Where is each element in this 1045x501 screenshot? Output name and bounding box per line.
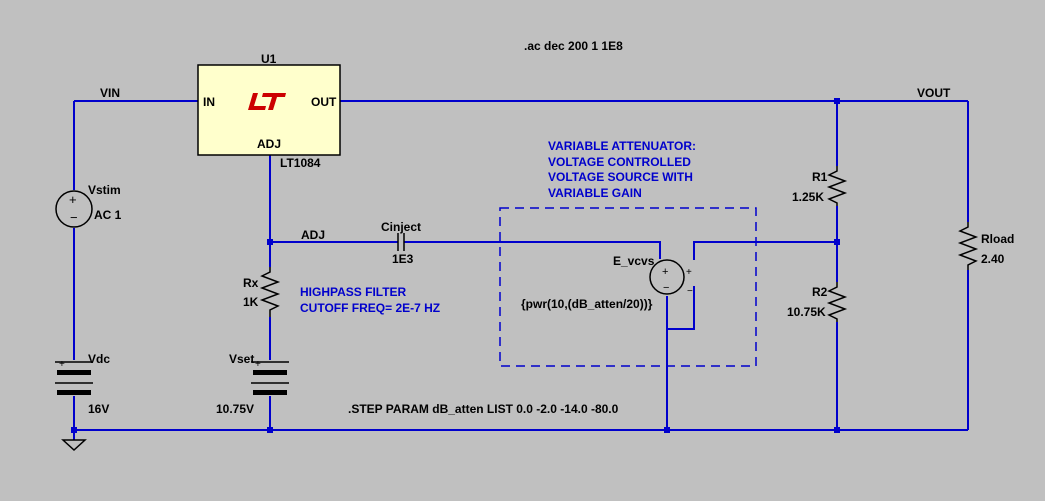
svg-text:+: + (686, 267, 692, 278)
vstim-name-label: Vstim (88, 183, 121, 197)
wire-evcvs-ctrl-plus[interactable] (693, 241, 837, 260)
u1-pin-out-label: OUT (311, 95, 337, 109)
svg-text:+: + (69, 192, 77, 207)
step-directive[interactable]: .STEP PARAM dB_atten LIST 0.0 -2.0 -14.0… (348, 402, 619, 416)
rload-resistor[interactable] (957, 222, 979, 270)
vset-name-label: Vset (229, 352, 254, 366)
vdc-name-label: Vdc (88, 352, 110, 366)
r1-value-label: 1.25K (792, 190, 824, 204)
svg-text:+: + (59, 359, 65, 370)
ground-icon (61, 439, 87, 452)
attenuator-note-line2[interactable]: VOLTAGE CONTROLLED (548, 155, 691, 169)
junction-evcvs-gnd (664, 427, 670, 433)
net-adj-label: ADJ (301, 228, 325, 242)
r1-resistor[interactable] (826, 166, 848, 206)
junction-vset-gnd (267, 427, 273, 433)
wire-evcvs-ctrl-minus[interactable] (667, 286, 695, 330)
rload-value-label: 2.40 (981, 252, 1005, 266)
rx-value-label: 1K (243, 295, 259, 309)
junctions (71, 98, 840, 433)
vset-value-label: 10.75V (216, 402, 254, 416)
rload-name-label: Rload (981, 232, 1014, 246)
junction-gnd (71, 427, 77, 433)
attenuator-box (499, 207, 757, 367)
net-vin-label: VIN (100, 86, 120, 100)
cinject-capacitor[interactable] (397, 233, 405, 251)
svg-text:−: − (687, 286, 693, 297)
svg-text:+: + (255, 359, 261, 370)
attenuator-note-line1[interactable]: VARIABLE ATTENUATOR: (548, 139, 696, 153)
evcvs-source[interactable]: + − + − (649, 259, 693, 297)
junction-vout-r1 (834, 98, 840, 104)
net-vout-label: VOUT (917, 86, 951, 100)
junction-r2-gnd (834, 427, 840, 433)
attenuator-note-line3[interactable]: VOLTAGE SOURCE WITH (548, 170, 693, 184)
vdc-value-label: 16V (88, 402, 109, 416)
vdc-battery[interactable]: + (55, 359, 93, 395)
ac-directive[interactable]: .ac dec 200 1 1E8 (524, 39, 623, 53)
wires (73, 100, 969, 440)
svg-text:−: − (70, 210, 78, 225)
r2-resistor[interactable] (826, 282, 848, 322)
wire-cinject-to-evcvs[interactable] (404, 241, 661, 259)
junction-adj (267, 239, 273, 245)
vstim-value-label: AC 1 (94, 208, 122, 222)
attenuator-note-line4[interactable]: VARIABLE GAIN (548, 186, 642, 200)
u1-pin-in-label: IN (203, 95, 215, 109)
svg-text:+: + (662, 266, 668, 278)
r1-name-label: R1 (812, 170, 828, 184)
evcvs-name-label: E_vcvs (613, 254, 655, 268)
junction-r1-r2 (834, 239, 840, 245)
cinject-value-label: 1E3 (392, 252, 414, 266)
u1-ref-label: U1 (261, 52, 277, 66)
u1-part-label: LT1084 (280, 156, 321, 170)
svg-text:−: − (663, 282, 669, 294)
u1-regulator[interactable] (197, 64, 341, 156)
r2-value-label: 10.75K (787, 305, 826, 319)
rx-resistor[interactable] (259, 267, 281, 317)
vstim-source[interactable]: + − (55, 190, 93, 228)
evcvs-value-label: {pwr(10,(dB_atten/20))} (521, 297, 653, 311)
vset-battery[interactable]: + (251, 359, 289, 395)
lt-logo-icon (248, 93, 286, 110)
r2-name-label: R2 (812, 285, 828, 299)
u1-pin-adj-label: ADJ (257, 137, 281, 151)
highpass-note-line2[interactable]: CUTOFF FREQ= 2E-7 HZ (300, 301, 440, 315)
highpass-note-line1[interactable]: HIGHPASS FILTER (300, 285, 407, 299)
rx-name-label: Rx (243, 276, 259, 290)
cinject-name-label: Cinject (381, 220, 421, 234)
